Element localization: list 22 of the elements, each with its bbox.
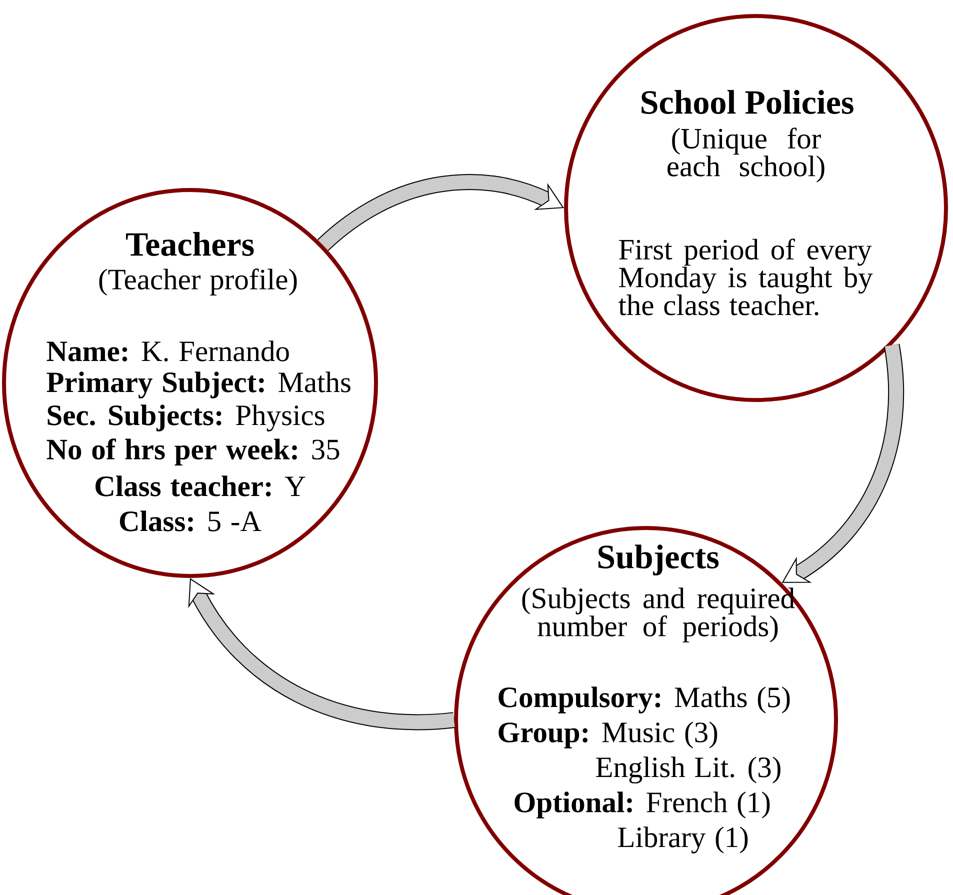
node-title: Teachers [126, 232, 254, 256]
node-text: Optional: French (1) [514, 792, 770, 818]
node-text: (Teacher profile) [99, 268, 297, 296]
curved-arrow [188, 578, 455, 730]
node-text: Sec. Subjects: Physics [48, 404, 324, 432]
node-text: No of hrs per week: 35 [46, 438, 340, 466]
node-title: School Policies [642, 90, 854, 114]
node-title: Subjects [598, 544, 719, 576]
node-text: First period of every Monday is taught by the class teacher. [618, 238, 873, 316]
node-text: Class: 5 -A [120, 510, 262, 532]
node-text: Group: Music (3) [498, 722, 718, 748]
node-text: (Subjects and required number of periods) [522, 588, 795, 642]
node-text: Primary Subject: Maths [46, 372, 350, 398]
node-text: Library (1) [618, 826, 748, 854]
circle-node [564, 14, 948, 402]
node-text: English Lit. (3) [596, 756, 780, 784]
circle-node [2, 188, 378, 578]
node-text: Compulsory: Maths (5) [498, 686, 790, 714]
node-text: (Unique for each school) [668, 128, 824, 182]
curved-arrow [318, 174, 564, 252]
node-text: Name: K. Fernando [46, 340, 289, 362]
node-text: Class teacher: Y [96, 476, 306, 496]
